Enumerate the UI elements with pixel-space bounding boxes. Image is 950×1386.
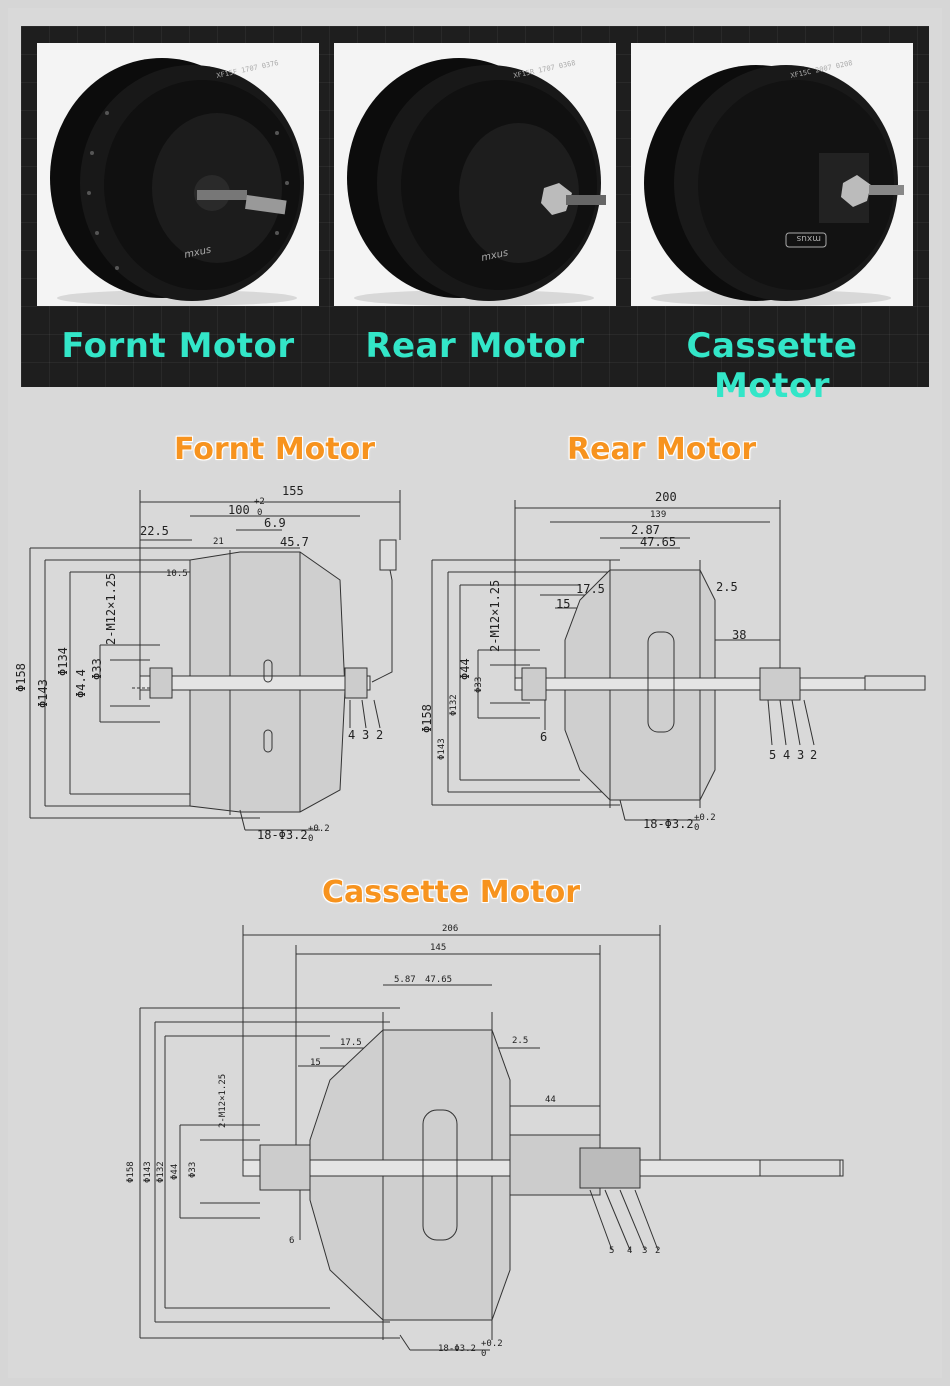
rear-dim-139: 139 xyxy=(650,510,667,520)
front-motor-drawing xyxy=(29,490,401,831)
front-drawing-title: Fornt Motor xyxy=(174,432,376,467)
cassette-part-5: 5 xyxy=(609,1246,615,1256)
rear-dim-33: Φ33 xyxy=(474,676,484,693)
front-motor-photo: XF15F 1707 0376 mxus xyxy=(37,43,319,306)
cassette-dim-4765: 47.65 xyxy=(425,975,453,985)
front-dim-overall: 155 xyxy=(282,484,304,498)
rear-dim-25: 2.5 xyxy=(716,580,738,594)
front-dim-105: 10.5 xyxy=(166,569,188,579)
cassette-motor-image: XF15C 2007 0208 mxus xyxy=(644,59,904,306)
rear-motor-drawing xyxy=(431,500,926,821)
rear-dim-175: 17.5 xyxy=(576,582,605,596)
front-dim-158: Φ158 xyxy=(14,663,28,692)
front-motor-image: XF15F 1707 0376 mxus xyxy=(50,58,304,306)
front-dim-holes-tol-bottom: 0 xyxy=(308,834,314,844)
cassette-dim-132: Φ132 xyxy=(156,1161,166,1183)
rear-dim-132: Φ132 xyxy=(449,694,459,716)
front-dim-holes: 18-Φ3.2 xyxy=(257,828,308,842)
cassette-dim-holes-tol-top: +0.2 xyxy=(481,1339,503,1349)
front-part-3: 3 xyxy=(362,728,370,742)
rear-dim-holes: 18-Φ3.2 xyxy=(643,817,694,831)
rear-motor-photo: XF15R 1707 0368 mxus xyxy=(334,43,616,306)
rear-dim-overall: 200 xyxy=(655,490,677,504)
front-dim-134: Φ134 xyxy=(56,647,70,676)
rear-dim-44: Φ44 xyxy=(458,658,472,680)
cassette-dim-25: 2.5 xyxy=(512,1036,529,1046)
front-dim-axle-tol-bottom: 0 xyxy=(257,508,263,518)
rear-part-2: 2 xyxy=(810,748,818,762)
cassette-dim-44-dia: Φ44 xyxy=(170,1163,180,1180)
cassette-motor-caption: Cassette Motor xyxy=(686,326,858,406)
rear-dim-287: 2.87 xyxy=(631,523,660,537)
front-dim-axle-tol-top: +2 xyxy=(254,497,265,507)
cassette-dim-158: Φ158 xyxy=(126,1161,136,1183)
rear-dim-holes-tol-top: +0.2 xyxy=(694,813,716,823)
cassette-dim-15: 15 xyxy=(310,1058,321,1068)
front-dim-225: 22.5 xyxy=(140,524,169,538)
cassette-motor-drawing xyxy=(139,925,844,1351)
front-dim-21: 21 xyxy=(213,537,224,547)
cassette-part-4: 4 xyxy=(627,1246,633,1256)
cassette-dim-143: Φ143 xyxy=(143,1161,153,1183)
rear-motor-caption: Rear Motor xyxy=(365,326,585,366)
cassette-dim-44: 44 xyxy=(545,1095,556,1105)
cassette-part-2: 2 xyxy=(655,1246,661,1256)
rear-dim-38: 38 xyxy=(732,628,747,642)
rear-part-3: 3 xyxy=(797,748,805,762)
rear-dim-143: Φ143 xyxy=(437,738,447,760)
rear-dim-158: Φ158 xyxy=(420,704,434,733)
front-motor-caption: Fornt Motor xyxy=(61,326,295,366)
front-dim-axle: 100 xyxy=(228,503,250,517)
front-dim-thread: 2-M12×1.25 xyxy=(104,572,118,645)
rear-dim-holes-tol-bottom: 0 xyxy=(694,823,700,833)
front-dim-33: Φ33 xyxy=(90,658,104,680)
rear-part-4: 4 xyxy=(783,748,791,762)
rear-dim-thread: 2-M12×1.25 xyxy=(488,579,502,652)
photo-panel: XF15F 1707 0376 mxus XF15R 1707 0368 mxu… xyxy=(21,26,929,406)
cassette-dim-holes-tol-bottom: 0 xyxy=(481,1349,487,1359)
front-dim-44: Φ4.4 xyxy=(74,669,88,698)
front-part-4: 4 xyxy=(348,728,356,742)
rear-dim-15: 15 xyxy=(556,597,571,611)
front-dim-143: Φ143 xyxy=(36,679,50,708)
cassette-dim-587: 5.87 xyxy=(394,975,416,985)
rear-drawing-title: Rear Motor xyxy=(567,432,757,467)
cassette-motor-photo: XF15C 2007 0208 mxus xyxy=(631,43,913,306)
rear-motor-image: XF15R 1707 0368 mxus xyxy=(347,58,606,306)
cassette-dim-overall: 206 xyxy=(442,924,459,934)
cassette-dim-175: 17.5 xyxy=(340,1038,362,1048)
cassette-dim-145: 145 xyxy=(430,943,447,953)
cassette-dim-thread: 2-M12×1.25 xyxy=(218,1073,228,1128)
front-part-2: 2 xyxy=(376,728,384,742)
cassette-dim-33: Φ33 xyxy=(188,1161,198,1178)
cassette-drawing-title: Cassette Motor xyxy=(322,875,581,910)
cassette-part-3: 3 xyxy=(642,1246,648,1256)
front-dim-69: 6.9 xyxy=(264,516,286,530)
rear-part-5: 5 xyxy=(769,748,777,762)
front-dim-457: 45.7 xyxy=(280,535,309,549)
cassette-dim-holes: 18-Φ3.2 xyxy=(438,1344,476,1354)
cassette-part-6: 6 xyxy=(289,1236,295,1246)
cassette-logo: mxus xyxy=(796,233,821,243)
rear-part-6: 6 xyxy=(540,730,548,744)
rear-dim-4765: 47.65 xyxy=(640,535,677,549)
front-dim-holes-tol-top: +0.2 xyxy=(308,824,330,834)
